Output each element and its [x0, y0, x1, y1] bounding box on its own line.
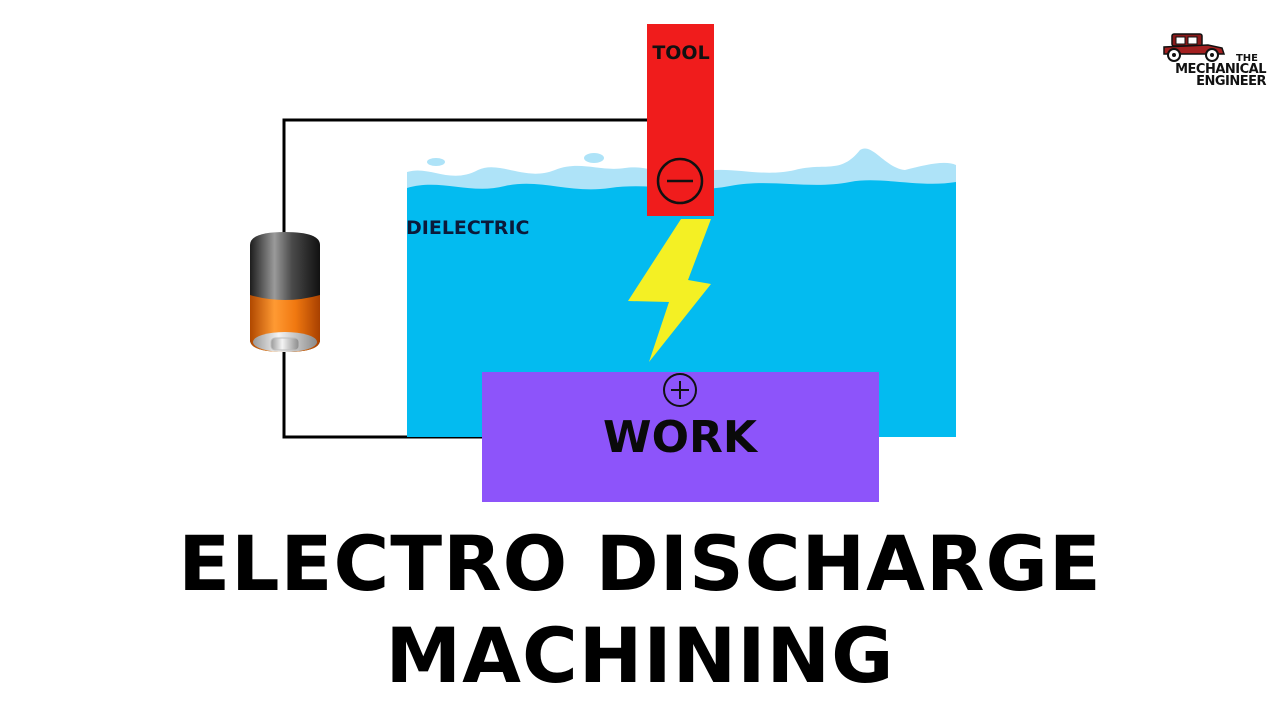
title-line-2: MACHINING: [385, 611, 895, 700]
tool-label: TOOL: [652, 42, 709, 64]
positive-terminal: [663, 373, 697, 407]
battery-icon: [250, 232, 320, 352]
work-label: WORK: [603, 412, 759, 463]
dielectric-label: DIELECTRIC: [406, 217, 529, 239]
logo-engineer: ENGINEER: [1196, 73, 1266, 89]
brand-logo: THE MECHANICAL ENGINEER: [1158, 30, 1268, 102]
vintage-car-icon: [1163, 33, 1226, 62]
logo-text: THE MECHANICAL ENGINEER: [1158, 54, 1266, 88]
negative-terminal: [656, 157, 704, 205]
logo-mechanical: MECHANICAL: [1175, 61, 1266, 77]
lightning-icon: [628, 219, 711, 362]
logo-the: THE: [1235, 53, 1258, 64]
title-line-1: ELECTRO DISCHARGE: [178, 519, 1102, 608]
